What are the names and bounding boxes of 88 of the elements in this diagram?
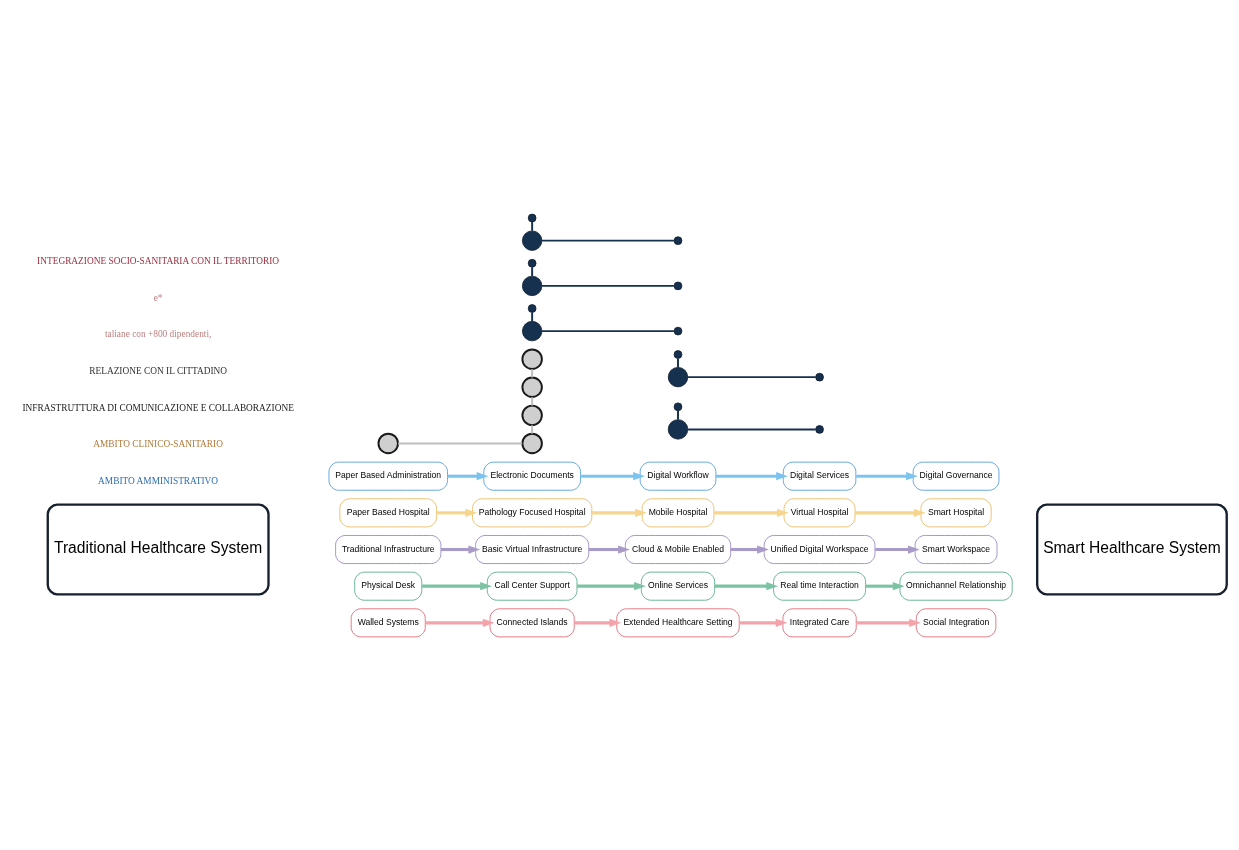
arrow	[425, 618, 495, 627]
connector	[686, 427, 817, 430]
connector	[531, 311, 534, 322]
connector	[397, 441, 524, 444]
label: AMBITO AMMINISTRATIVO	[98, 475, 219, 486]
node-box: Walled Systems	[350, 607, 426, 637]
connector	[677, 409, 679, 420]
arrow	[875, 544, 920, 554]
node-box: Basic Virtual Infrastructure	[475, 534, 590, 564]
connector	[531, 367, 534, 378]
node-box: Paper Based Administration	[328, 461, 448, 491]
label: INTEGRAZIONE SOCIO-SANITARIA CON IL TERRITORIO	[37, 255, 280, 266]
arrow	[591, 508, 647, 517]
node-box: Extended Healthcare Setting	[616, 607, 740, 637]
node-circle	[521, 404, 543, 426]
node-circle	[667, 366, 689, 387]
node-circle	[377, 432, 399, 454]
arrow	[574, 618, 622, 627]
node-circle	[521, 432, 543, 454]
arrow	[588, 544, 630, 554]
node-box: Connected Islands	[489, 607, 575, 637]
node-circle	[673, 402, 683, 411]
connector	[686, 375, 817, 378]
connector	[531, 220, 534, 232]
node-box: Traditional Healthcare System	[46, 503, 270, 596]
node-circle	[527, 213, 537, 222]
arrow	[855, 508, 926, 517]
connector	[677, 357, 679, 368]
node-box: Unified Digital Workspace	[763, 534, 876, 564]
arrow	[714, 508, 789, 517]
node-box: Call Center Support	[486, 571, 578, 601]
node-circle	[673, 326, 683, 335]
connector	[531, 395, 534, 406]
connector	[531, 265, 534, 277]
node-box: Paper Based Hospital	[339, 497, 437, 527]
arrow	[447, 471, 489, 480]
node-circle	[667, 418, 689, 440]
node-box: Physical Desk	[354, 571, 423, 601]
connector	[540, 239, 675, 242]
node-circle	[673, 349, 683, 359]
node-circle	[815, 424, 824, 434]
node-circle	[521, 376, 543, 398]
node-circle	[673, 235, 683, 245]
node-circle	[815, 372, 824, 381]
arrow	[856, 618, 921, 627]
arrow	[714, 581, 779, 590]
arrow	[436, 508, 478, 517]
node-box: Virtual Hospital	[783, 497, 856, 527]
node-circle	[522, 275, 543, 296]
node-box: Pathology Focused Hospital	[472, 497, 593, 527]
node-box: Traditional Infrastructure	[335, 534, 442, 564]
label: AMBITO CLINICO-SANITARIO	[93, 438, 223, 449]
node-box: Mobile Hospital	[641, 497, 715, 527]
node-box: Digital Services	[782, 461, 857, 491]
node-circle	[522, 320, 543, 341]
node-box: Cloud & Mobile Enabled	[624, 534, 732, 564]
node-box: Digital Workflow	[639, 461, 717, 491]
node-box: Smart Healthcare System	[1036, 503, 1228, 596]
node-box: Digital Governance	[912, 461, 1000, 491]
connector	[531, 423, 534, 435]
label: e*	[153, 292, 163, 303]
arrow	[422, 581, 492, 590]
arrow	[739, 618, 788, 627]
node-box: Smart Workspace	[914, 534, 998, 564]
arrow	[856, 471, 918, 480]
node-box: Social Integration	[915, 607, 997, 637]
node-circle	[521, 347, 543, 370]
node-box: Smart Hospital	[920, 497, 992, 527]
node-box: Real time Interaction	[773, 571, 866, 601]
arrow	[715, 471, 788, 480]
node-circle	[527, 258, 537, 268]
node-box: Electronic Documents	[483, 461, 581, 491]
node-circle	[527, 303, 537, 313]
node-circle	[673, 281, 683, 290]
arrow	[730, 544, 769, 554]
label: RELAZIONE CON IL CITTADINO	[89, 365, 228, 376]
label: INFRASTRUTTURA DI COMUNICAZIONE E COLLABORAZIONE	[22, 402, 294, 413]
connector	[540, 329, 675, 332]
node-circle	[522, 230, 543, 251]
connector	[540, 284, 675, 287]
node-box: Online Services	[640, 571, 716, 601]
node-box: Integrated Care	[782, 607, 857, 637]
node-box: Omnichannel Relationship	[899, 571, 1013, 601]
label: taliane con +800 dipendenti,	[104, 328, 212, 339]
arrow	[865, 581, 905, 590]
arrow	[577, 581, 646, 590]
arrow	[580, 471, 645, 480]
arrow	[441, 544, 481, 554]
